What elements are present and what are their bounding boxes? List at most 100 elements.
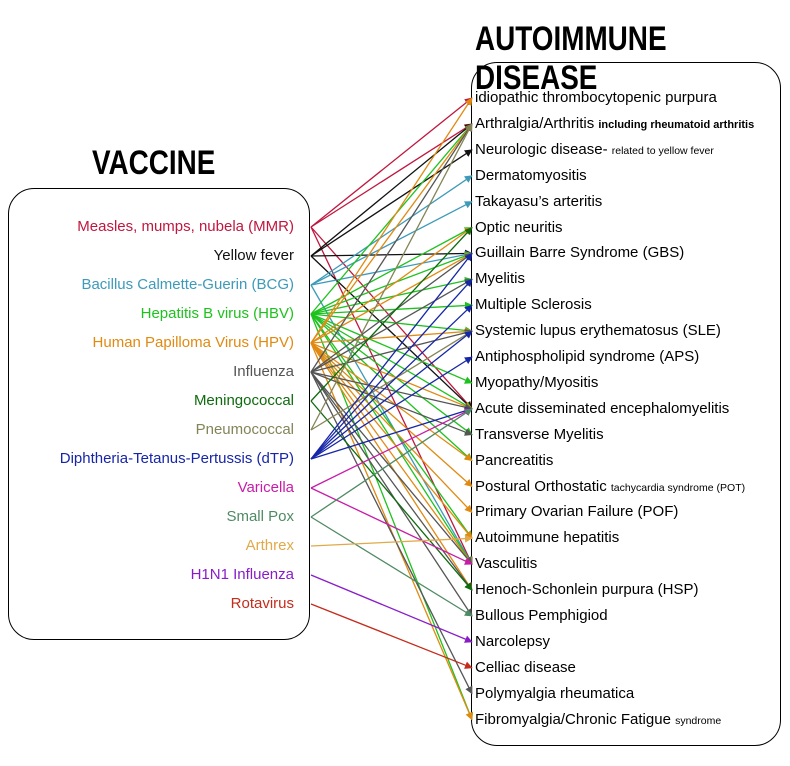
disease-name: Systemic lupus erythematosus (SLE)	[475, 322, 721, 340]
disease-name: Postural Orthostatic	[475, 477, 607, 495]
link-hpv-to-disease-14	[310, 342, 473, 462]
vaccine-label-hpv: Human Papilloma Virus (HPV)	[92, 334, 294, 351]
disease-name: Acute disseminated encephalomyelitis	[475, 399, 730, 417]
disease-note: including rheumatoid arthritis	[598, 118, 755, 131]
disease-label: Transverse Myelitis	[475, 426, 604, 444]
link-flu-to-disease-13	[310, 371, 473, 436]
link-dtp-to-disease-10	[310, 356, 473, 460]
link-hbv-to-disease-5	[310, 226, 473, 315]
link-dtp-to-disease-8	[310, 304, 473, 460]
link-rota-to-disease-22	[310, 603, 473, 669]
link-flu-to-disease-7	[310, 278, 473, 373]
disease-name: Primary Ovarian Failure (POF)	[475, 503, 679, 521]
link-h1n1-to-disease-21	[310, 574, 473, 643]
disease-name: Myelitis	[475, 270, 526, 288]
link-yf-to-disease-2	[310, 149, 473, 257]
link-var-to-disease-12	[310, 408, 473, 489]
disease-label: Fibromyalgia/Chronic Fatigue syndrome	[475, 711, 721, 730]
link-hbv-to-disease-7	[310, 276, 473, 315]
link-hpv-to-disease-12	[310, 342, 473, 410]
vaccine-label-var: Varicella	[237, 479, 294, 496]
vaccine-heading: VACCINE	[92, 144, 216, 182]
disease-name: Myopathy/Myositis	[475, 373, 599, 391]
disease-note: related to yellow fever	[611, 144, 714, 157]
link-hbv-to-disease-11	[310, 313, 473, 384]
link-flu-to-disease-20	[310, 371, 473, 617]
link-yf-to-disease-1	[310, 123, 473, 257]
link-hpv-to-disease-17	[310, 342, 473, 539]
link-flu-to-disease-6	[310, 252, 473, 373]
disease-name: Vasculitis	[475, 555, 538, 573]
link-dtp-to-disease-12	[310, 407, 473, 460]
link-hbv-to-disease-1	[310, 123, 473, 315]
disease-name: Celliac disease	[475, 658, 576, 676]
link-mmr-to-disease-1	[310, 123, 473, 228]
disease-name: Transverse Myelitis	[475, 425, 604, 443]
link-hbv-to-disease-8	[310, 301, 473, 315]
link-hpv-to-disease-1	[310, 123, 473, 344]
vaccine-box	[8, 188, 310, 640]
disease-label: Takayasu’s arteritis	[475, 193, 602, 211]
disease-label: Bullous Pemphigiod	[475, 607, 608, 625]
link-hpv-to-disease-19	[310, 342, 473, 591]
link-flu-to-disease-1	[310, 123, 473, 373]
vaccine-label-rota: Rotavirus	[230, 595, 294, 612]
link-hpv-to-disease-15	[310, 342, 473, 488]
disease-label: Antiphospholipid syndrome (APS)	[475, 348, 699, 366]
link-bcg-to-disease-3	[310, 175, 473, 286]
disease-name: Antiphospholipid syndrome (APS)	[475, 348, 700, 365]
link-hpv-to-disease-0	[310, 97, 473, 344]
link-pneu-to-disease-9	[310, 330, 473, 431]
link-dtp-to-disease-6	[310, 252, 473, 460]
disease-label: Systemic lupus erythematosus (SLE)	[475, 322, 721, 340]
disease-name: Bullous Pemphigiod	[475, 607, 608, 624]
vaccine-label-men: Meningococcal	[193, 392, 294, 409]
link-hbv-to-disease-17	[310, 313, 473, 539]
disease-label: Myopathy/Myositis	[475, 374, 598, 392]
link-hpv-to-disease-9	[310, 327, 473, 344]
disease-name: Fibromyalgia/Chronic Fatigue	[475, 710, 671, 728]
link-flu-to-disease-18	[310, 371, 473, 565]
link-hbv-to-disease-24	[310, 313, 474, 721]
link-hbv-to-disease-6	[310, 252, 473, 315]
disease-label: Primary Ovarian Failure (POF)	[475, 503, 678, 521]
disease-name: Polymyalgia rheumatica	[475, 684, 635, 702]
link-hbv-to-disease-13	[310, 313, 473, 436]
disease-name: Pancreatitis	[475, 451, 554, 469]
disease-label: Narcolepsy	[475, 633, 550, 651]
link-flu-to-disease-19	[310, 371, 473, 591]
disease-note: syndrome	[675, 714, 722, 727]
link-mmr-to-disease-0	[310, 97, 473, 228]
disease-label: Guillain Barre Syndrome (GBS)	[475, 244, 684, 262]
vaccine-label-h1n1: H1N1 Influenza	[190, 566, 294, 583]
disease-label: Acute disseminated encephalomyelitis	[475, 400, 729, 418]
disease-name: Takayasu’s arteritis	[475, 192, 603, 210]
disease-label: Multiple Sclerosis	[475, 296, 592, 314]
disease-label: Neurologic disease- related to yellow fe…	[475, 141, 714, 160]
link-bcg-to-disease-4	[310, 201, 473, 286]
disease-name: Optic neuritis	[475, 218, 563, 236]
disease-label: Dermatomyositis	[475, 167, 587, 185]
vaccine-label-pneu: Pneumococcal	[195, 421, 294, 438]
link-var-to-disease-18	[310, 487, 473, 565]
link-pox-to-disease-20	[310, 516, 473, 617]
vaccine-label-bcg: Bacillus Calmette-Guerin (BCG)	[81, 276, 294, 293]
vaccine-label-dtp: Diphtheria-Tetanus-Pertussis (dTP)	[59, 450, 294, 467]
disease-label: Arthralgia/Arthritis including rheumatoi…	[475, 115, 754, 134]
disease-name: Guillain Barre Syndrome (GBS)	[475, 244, 685, 262]
disease-name: Narcolepsy	[475, 632, 551, 650]
link-hpv-to-disease-5	[310, 226, 473, 344]
disease-label: idiopathic thrombocytopenic purpura	[475, 89, 717, 107]
disease-label: Henoch-Schonlein purpura (HSP)	[475, 581, 698, 599]
vaccine-label-hbv: Hepatitis B virus (HBV)	[140, 305, 294, 322]
link-men-to-disease-5	[310, 226, 473, 402]
disease-name: idiopathic thrombocytopenic purpura	[475, 89, 717, 106]
disease-name: Arthralgia/Arthritis	[475, 114, 595, 132]
link-hbv-to-disease-14	[310, 313, 473, 462]
disease-name: Neurologic disease-	[475, 140, 608, 158]
link-arth-to-disease-17	[310, 534, 473, 547]
disease-name: Autoimmune hepatitis	[475, 529, 620, 547]
link-hbv-to-disease-9	[310, 313, 473, 335]
